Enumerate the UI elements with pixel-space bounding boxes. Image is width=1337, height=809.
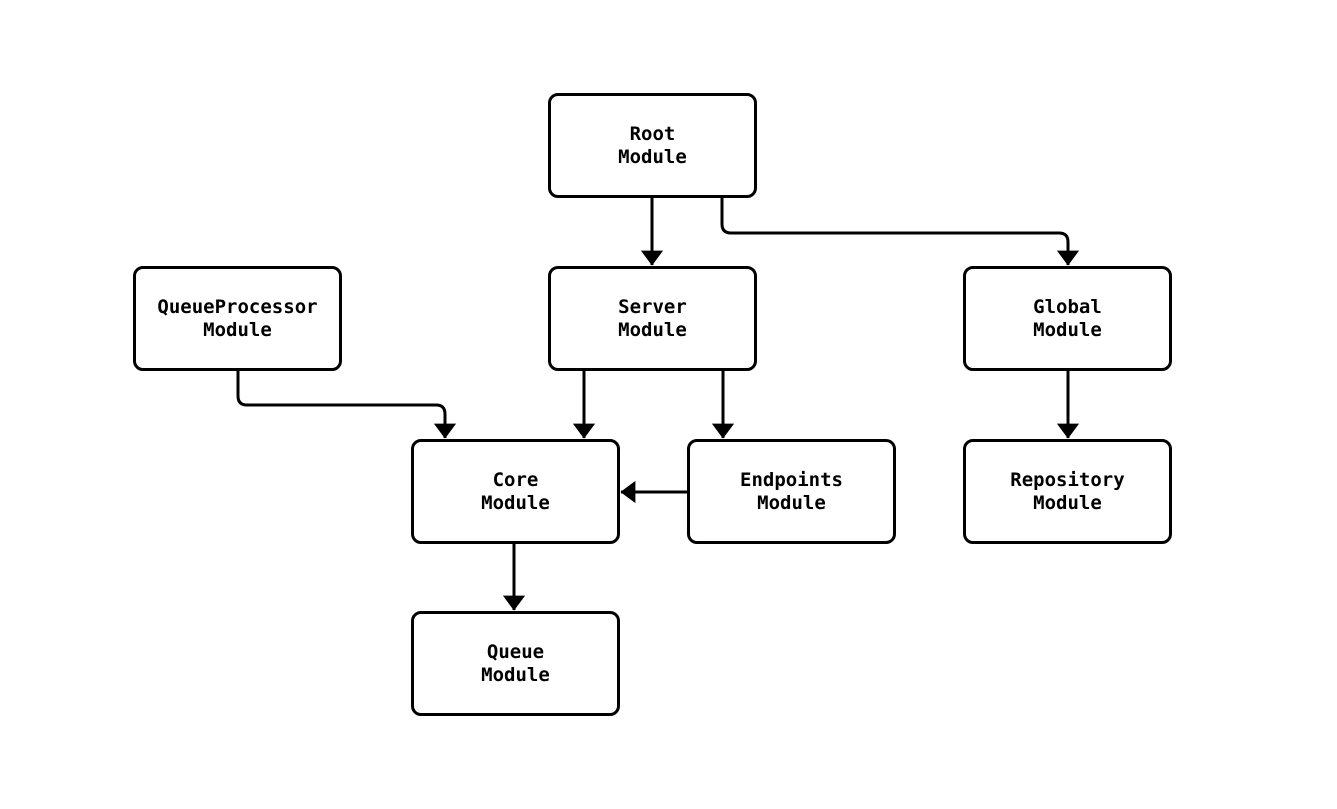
node-label-line: QueueProcessor <box>157 295 318 318</box>
edge-queueprocessor-to-core <box>236 371 457 439</box>
node-label-line: Global <box>1033 295 1102 318</box>
node-label-line: Module <box>1033 318 1102 341</box>
node-label-line: Endpoints <box>740 468 843 491</box>
node-label-line: Module <box>618 318 687 341</box>
edge-root-to-global <box>720 198 1080 266</box>
node-label-line: Module <box>481 663 550 686</box>
node-label-line: Queue <box>486 640 545 663</box>
node-label-line: Module <box>1033 491 1102 514</box>
node-label-line: Module <box>757 491 826 514</box>
node-label-line: Module <box>481 491 550 514</box>
node-label-line: Root <box>629 122 676 145</box>
node-label-line: Core <box>492 468 539 491</box>
node-label-line: Server <box>618 295 687 318</box>
node-label-line: Module <box>618 145 687 168</box>
node-label-line: Module <box>203 318 272 341</box>
node-label-line: Repository <box>1010 468 1125 491</box>
edges-group <box>236 198 1080 611</box>
